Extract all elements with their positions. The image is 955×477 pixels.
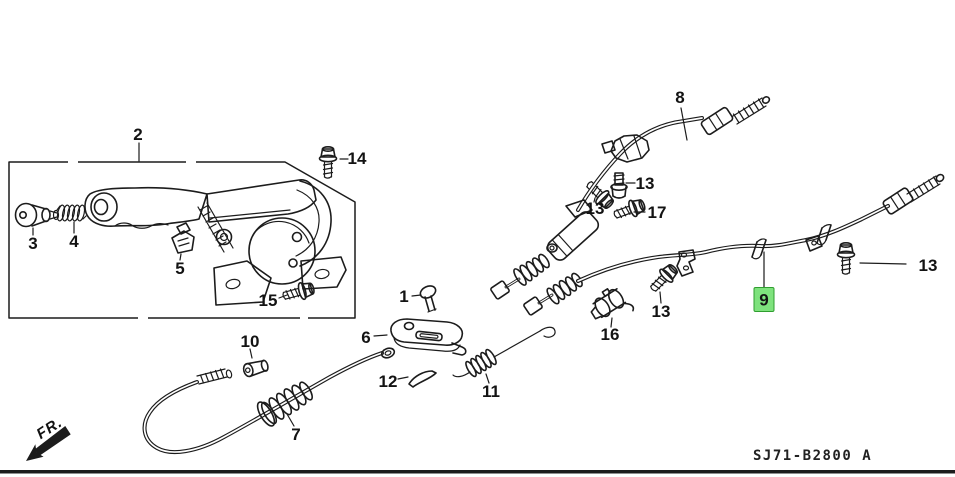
callout-15-label[interactable]: 15	[259, 291, 278, 310]
callout-13d-label[interactable]: 13	[919, 256, 938, 275]
highlighted-callout-9[interactable]: 9	[753, 287, 775, 312]
part-13-bolt-d-drawing	[836, 242, 856, 275]
part-5-switch-drawing	[171, 222, 195, 254]
part-14-bolt-drawing	[318, 146, 338, 179]
callout-6-label[interactable]: 6	[361, 328, 370, 347]
callout-13a-label[interactable]: 13	[636, 174, 655, 193]
callout-13c-label[interactable]: 13	[652, 302, 671, 321]
part-13-stud-a-drawing	[610, 172, 628, 199]
callout-12-label[interactable]: 12	[379, 372, 398, 391]
part-17-bolt-drawing	[610, 195, 648, 224]
bottom-border-rule	[0, 470, 955, 474]
highlight-box	[754, 287, 774, 312]
part-2-boundary-box	[8, 158, 356, 322]
callout-17-label[interactable]: 17	[648, 203, 667, 222]
callout-2-label[interactable]: 2	[133, 125, 142, 144]
callout-3-label[interactable]: 3	[28, 234, 37, 253]
part-16-clamp-drawing	[590, 288, 635, 320]
part-6-equalizer-drawing	[390, 318, 467, 356]
callout-14-label[interactable]: 14	[348, 149, 367, 168]
callout-4-label[interactable]: 4	[69, 232, 79, 251]
callout-1-label[interactable]: 1	[399, 287, 408, 306]
part-8-cable-drawing	[490, 96, 771, 300]
part-2-lever-assembly-drawing	[84, 179, 347, 306]
callout-11-label[interactable]: 11	[482, 382, 500, 401]
part-1-pin-drawing	[419, 285, 437, 313]
diagram-code: SJ71-B2800 A	[753, 448, 872, 464]
callout-5-label[interactable]: 5	[175, 259, 184, 278]
part-11-spring-drawing	[452, 326, 556, 378]
part-7-cable-drawing	[142, 347, 396, 455]
callout-7-label[interactable]: 7	[291, 425, 300, 444]
part-10-ferrule-drawing	[242, 359, 269, 378]
callout-13b-label[interactable]: 13	[586, 199, 605, 218]
callout-10-label[interactable]: 10	[241, 332, 260, 351]
leader-lines	[32, 107, 907, 427]
callout-16-label[interactable]: 16	[601, 325, 620, 344]
part-3-button-drawing	[14, 202, 60, 228]
fr-arrow-icon	[26, 425, 71, 461]
part-13-bolt-c-drawing	[645, 260, 682, 297]
callout-9-label[interactable]: 9	[759, 291, 768, 310]
part-4-spring-drawing	[56, 204, 87, 222]
part-9-cable-drawing	[523, 173, 945, 316]
part-12-clip-drawing	[408, 370, 437, 388]
callout-8-label[interactable]: 8	[675, 88, 684, 107]
